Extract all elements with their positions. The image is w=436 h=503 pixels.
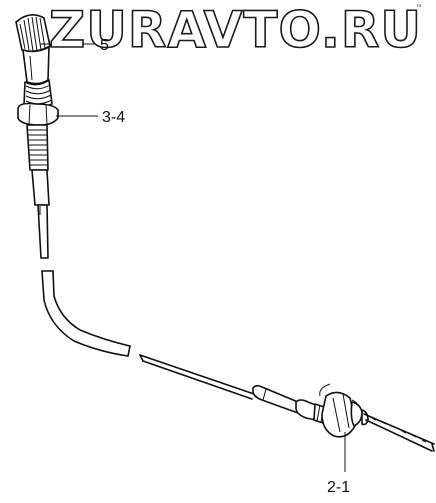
cable-lower: [139, 354, 255, 400]
watermark-text: ZURAVTO.RU: [49, 1, 422, 59]
callout-label-knob: 5: [100, 37, 109, 54]
cable-sheath: [41, 270, 131, 357]
callout-leaders: [40, 43, 346, 472]
end-sleeve: [252, 384, 301, 414]
inner-wire: [363, 413, 435, 452]
threaded-shaft: [26, 124, 49, 171]
end-fitting: [295, 383, 369, 438]
hex-nut: [17, 102, 59, 126]
upper-sleeve: [31, 169, 50, 259]
corner-mark: ru: [417, 3, 422, 9]
control-knob: [15, 14, 51, 85]
callout-label-nut: 3-4: [102, 109, 125, 126]
callout-label-fitting: 2-1: [327, 479, 350, 496]
